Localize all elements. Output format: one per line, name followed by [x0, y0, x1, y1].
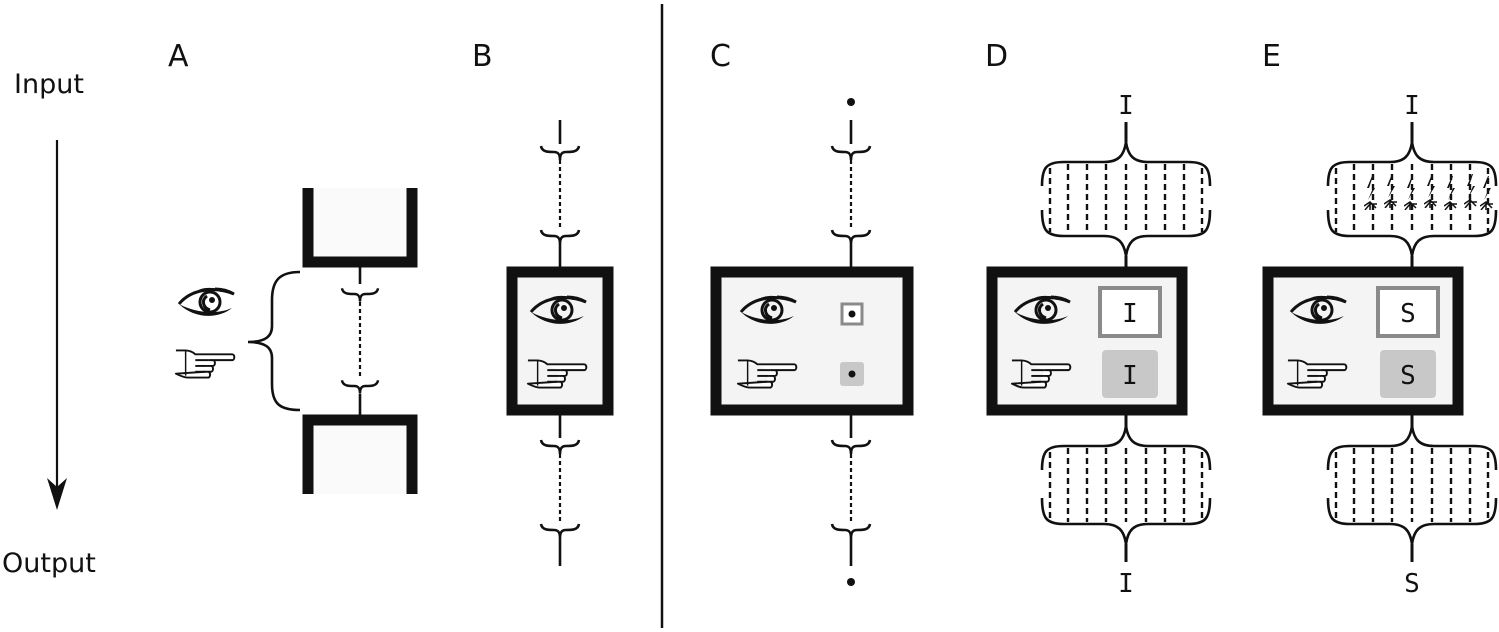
panel-a-letter: A	[168, 39, 189, 74]
axis-input-label: Input	[14, 69, 84, 100]
noise-icon	[1364, 174, 1494, 210]
panel-a: A	[168, 39, 418, 494]
eye-icon	[177, 287, 236, 318]
panel-e-hand-symbol: S	[1400, 361, 1416, 391]
panel-c: C	[710, 39, 914, 586]
panel-d-input-symbol: I	[1118, 91, 1134, 121]
panel-d-hand-symbol: I	[1122, 361, 1138, 391]
pointing-hand-icon	[174, 349, 236, 379]
panel-d-eye-symbol: I	[1122, 299, 1138, 329]
panel-c-letter: C	[710, 39, 731, 74]
panel-d-output-symbol: I	[1118, 569, 1134, 599]
panel-b-letter: B	[472, 39, 493, 74]
panel-d-letter: D	[985, 39, 1008, 74]
curly-brace	[247, 270, 301, 412]
panel-d: D I I I	[985, 39, 1212, 599]
panel-e-output-symbol: S	[1404, 569, 1420, 599]
panel-e: E I S S	[1262, 39, 1498, 599]
panel-e-letter: E	[1262, 39, 1281, 74]
axis-output-label: Output	[2, 548, 96, 579]
panel-e-input-symbol: I	[1404, 91, 1420, 121]
panel-b: B	[472, 39, 614, 566]
panel-e-eye-symbol: S	[1400, 299, 1416, 329]
down-arrow-icon	[47, 478, 67, 510]
